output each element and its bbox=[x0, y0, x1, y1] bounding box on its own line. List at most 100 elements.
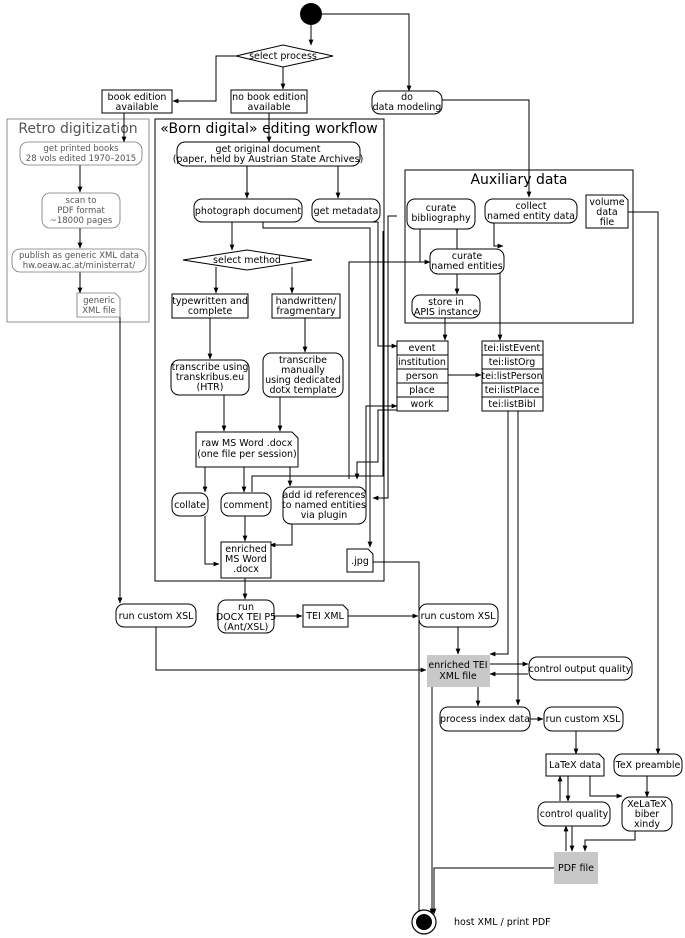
get-printed-line1: get printed books bbox=[43, 144, 119, 154]
aux-frame-title: Auxiliary data bbox=[470, 172, 567, 188]
get-metadata-label: get metadata bbox=[314, 206, 379, 217]
volume-line3: file bbox=[600, 217, 615, 228]
select-process-decision: select process bbox=[235, 44, 334, 68]
auxiliary-data-frame: Auxiliary data bbox=[404, 169, 634, 324]
publish-generic-xml-node: publish as generic XML data hw.oeaw.ac.a… bbox=[11, 248, 147, 273]
tei-row-listbibl: tei:listBibl bbox=[488, 399, 535, 410]
handwritten-line1: handwritten/ bbox=[276, 296, 338, 307]
book-edition-available-node: book edition available bbox=[101, 89, 173, 114]
publish-line1: publish as generic XML data bbox=[19, 251, 139, 261]
add-id-line1: add id references bbox=[283, 490, 366, 501]
store-apis-node: store in APIS instance bbox=[411, 294, 481, 319]
comment-label: comment bbox=[223, 500, 268, 511]
pdf-file-node: PDF file bbox=[554, 852, 598, 884]
host-xml-print-pdf-label: host XML / print PDF bbox=[454, 917, 551, 928]
get-original-line2: (paper, held by Austrian State Archives) bbox=[173, 154, 364, 165]
scan-line2: PDF format bbox=[57, 206, 105, 216]
select-method-decision: select method bbox=[182, 249, 313, 271]
latex-data-label: LaTeX data bbox=[549, 760, 601, 771]
run-xsl-left-label: run custom XSL bbox=[119, 611, 195, 622]
entity-type-table: event institution person place work bbox=[396, 340, 449, 412]
run-docx-line2: DOCX TEI P5 bbox=[216, 612, 276, 623]
volume-line1: volume bbox=[589, 197, 624, 208]
select-process-label: select process bbox=[249, 51, 317, 62]
run-docx-line1: run bbox=[238, 602, 254, 613]
run-custom-xsl-right-node: run custom XSL bbox=[543, 706, 624, 732]
manually-line2: manually bbox=[281, 365, 325, 376]
run-custom-xsl-mid-node: run custom XSL bbox=[418, 603, 499, 628]
collate-node: collate bbox=[171, 492, 209, 517]
run-xsl-mid-label: run custom XSL bbox=[421, 611, 497, 622]
manually-line1: transcribe bbox=[279, 355, 327, 366]
handwritten-node: handwritten/ fragmentary bbox=[271, 293, 341, 319]
bibliography-line1: curate bbox=[426, 203, 457, 214]
enriched-tei-node: enriched TEI XML file bbox=[427, 655, 490, 687]
store-line1: store in bbox=[428, 297, 464, 308]
tei-list-table: tei:listEvent tei:listOrg tei:listPerson… bbox=[481, 340, 544, 412]
run-xsl-right-label: run custom XSL bbox=[546, 714, 622, 725]
do-data-modeling-node: do data modeling bbox=[371, 90, 443, 115]
handwritten-line2: fragmentary bbox=[276, 306, 336, 317]
publish-line2: hw.oeaw.ac.at/ministerrat/ bbox=[23, 261, 136, 271]
get-original-line1: get original document bbox=[215, 144, 320, 155]
raw-docx-node: raw MS Word .docx (one file per session) bbox=[195, 431, 299, 468]
enriched-tei-line1: enriched TEI bbox=[428, 660, 487, 671]
enriched-docx-node: enriched MS Word .docx bbox=[220, 541, 272, 579]
start-node bbox=[300, 3, 322, 25]
transkribus-line1: transcribe using bbox=[172, 362, 249, 373]
run-custom-xsl-left-node: run custom XSL bbox=[115, 603, 197, 628]
generic-line2: XML file bbox=[82, 306, 116, 316]
add-id-line2: to named entities bbox=[282, 500, 366, 511]
no-book-edition-node: no book edition available bbox=[230, 89, 308, 114]
entity-row-institution: institution bbox=[398, 357, 446, 368]
typewritten-line2: complete bbox=[188, 306, 233, 317]
run-docx-tei-node: run DOCX TEI P5 (Ant/XSL) bbox=[216, 599, 276, 634]
tei-row-listevent: tei:listEvent bbox=[484, 343, 541, 354]
get-original-document-node: get original document (paper, held by Au… bbox=[173, 141, 364, 167]
curate-named-entities-node: curate named entities bbox=[429, 248, 505, 275]
process-index-data-node: process index data bbox=[439, 706, 531, 732]
scan-line3: ~18000 pages bbox=[50, 216, 113, 226]
curate-entities-line2: named entities bbox=[431, 261, 502, 272]
edges bbox=[77, 13, 661, 915]
transkribus-line3: (HTR) bbox=[197, 382, 224, 393]
raw-docx-line2: (one file per session) bbox=[197, 449, 297, 460]
enriched-tei-line2: XML file bbox=[439, 671, 477, 682]
scan-pdf-node: scan to PDF format ~18000 pages bbox=[41, 192, 121, 229]
jpg-label: .jpg bbox=[351, 556, 369, 567]
photograph-label: photograph document bbox=[195, 206, 301, 217]
get-printed-line2: 28 vols edited 1970–2015 bbox=[26, 154, 136, 164]
pdf-file-label: PDF file bbox=[558, 863, 594, 874]
book-edition-line2: available bbox=[116, 102, 159, 113]
transcribe-manually-node: transcribe manually using dedicated dotx… bbox=[262, 352, 344, 398]
get-metadata-node: get metadata bbox=[311, 198, 381, 223]
control-output-label: control output quality bbox=[529, 664, 632, 675]
tei-xml-label: TEI XML bbox=[305, 611, 344, 622]
enriched-docx-line3: .docx bbox=[233, 564, 259, 575]
select-method-label: select method bbox=[213, 255, 281, 266]
entity-row-work: work bbox=[411, 399, 434, 410]
bibliography-line2: bibliography bbox=[411, 213, 471, 224]
jpg-node: .jpg bbox=[346, 548, 374, 573]
generic-line1: generic bbox=[83, 296, 115, 306]
scan-line1: scan to bbox=[66, 196, 97, 206]
entity-row-place: place bbox=[409, 385, 435, 396]
do-modeling-line1: do bbox=[401, 92, 413, 103]
do-modeling-line2: data modeling bbox=[373, 102, 442, 113]
control-quality-label: control quality bbox=[540, 809, 609, 820]
xelatex-line2: biber bbox=[635, 809, 660, 820]
volume-line2: data bbox=[596, 207, 617, 218]
get-printed-books-node: get printed books 28 vols edited 1970–20… bbox=[19, 141, 143, 166]
transcribe-transkribus-node: transcribe using transkribus.eu (HTR) bbox=[170, 359, 250, 396]
collect-line1: collect bbox=[515, 201, 546, 212]
transkribus-line2: transkribus.eu bbox=[176, 372, 244, 383]
retro-digitization-frame: Retro digitization bbox=[6, 118, 150, 323]
photograph-document-node: photograph document bbox=[193, 198, 303, 223]
store-line2: APIS instance bbox=[414, 307, 478, 318]
curate-bibliography-node: curate bibliography bbox=[406, 198, 476, 230]
comment-node: comment bbox=[220, 492, 272, 517]
entity-row-event: event bbox=[408, 343, 435, 354]
book-edition-line1: book edition bbox=[108, 92, 167, 103]
no-book-line1: no book edition bbox=[232, 92, 306, 103]
latex-data-node: LaTeX data bbox=[545, 753, 605, 777]
